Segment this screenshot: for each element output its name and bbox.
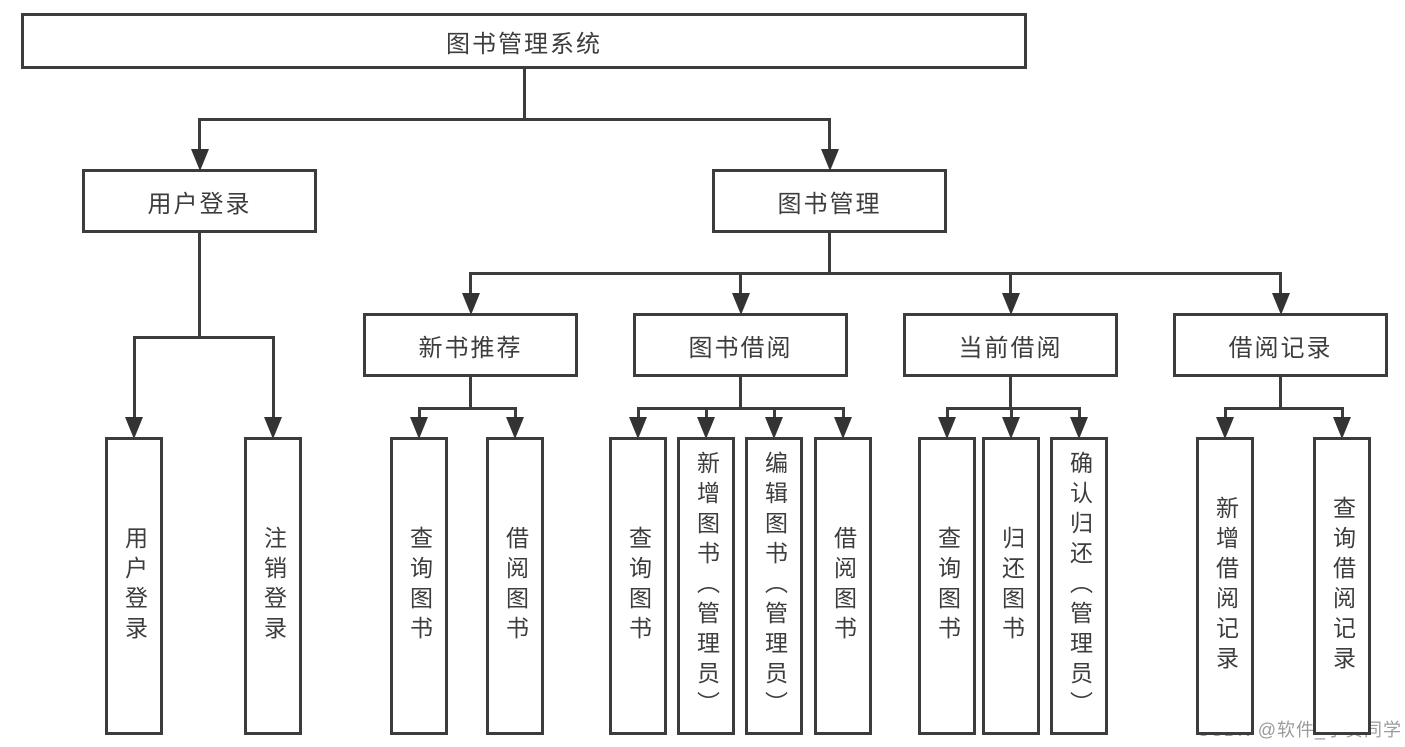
node-label-new-book-rec: 新书推荐	[418, 334, 523, 362]
arrowhead-down-icon	[1070, 417, 1088, 439]
arrowhead-down-icon	[1333, 417, 1351, 439]
node-br-query: 查询借阅记录	[1313, 437, 1371, 735]
node-cb-confirm: 确认归还（管理员）	[1050, 437, 1108, 735]
node-label-root: 图书管理系统	[446, 30, 602, 58]
connector-line	[198, 118, 201, 151]
node-label-leaf-logout: 注销登录	[260, 526, 287, 646]
connector-line	[132, 336, 136, 419]
connector-line	[469, 272, 472, 295]
connector-line	[1340, 407, 1344, 419]
connector-line	[739, 272, 742, 295]
node-label-bb-edit: 编辑图书（管理员）	[761, 451, 788, 721]
connector-line	[636, 407, 640, 419]
node-leaf-user-login: 用户登录	[105, 437, 163, 735]
connector-line	[469, 272, 1282, 275]
node-cb-return: 归还图书	[982, 437, 1040, 735]
node-label-nb-query: 查询图书	[406, 526, 433, 646]
node-br-add: 新增借阅记录	[1196, 437, 1254, 735]
arrowhead-down-icon	[697, 417, 715, 439]
arrowhead-down-icon	[190, 149, 209, 171]
connector-line	[636, 407, 845, 410]
node-new-book-rec: 新书推荐	[363, 313, 578, 377]
node-label-bb-add: 新增图书（管理员）	[693, 451, 720, 721]
connector-line	[1009, 272, 1012, 295]
connector-line	[132, 336, 275, 339]
node-label-book-borrow: 图书借阅	[688, 334, 793, 362]
node-label-user-login: 用户登录	[147, 190, 252, 218]
connector-line	[1279, 272, 1282, 295]
node-book-borrow: 图书借阅	[633, 313, 848, 377]
connector-line	[198, 233, 201, 339]
connector-line	[1223, 407, 1344, 410]
arrowhead-down-icon	[461, 293, 480, 315]
connector-line	[513, 407, 517, 419]
node-cb-query: 查询图书	[918, 437, 976, 735]
arrowhead-down-icon	[938, 417, 956, 439]
arrowhead-down-icon	[264, 417, 282, 439]
node-label-br-query: 查询借阅记录	[1329, 496, 1356, 676]
arrowhead-down-icon	[1002, 417, 1020, 439]
connector-line	[945, 407, 949, 419]
node-bb-edit: 编辑图书（管理员）	[745, 437, 803, 735]
node-book-mgmt: 图书管理	[712, 169, 947, 233]
node-user-login: 用户登录	[82, 169, 317, 233]
node-label-cb-confirm: 确认归还（管理员）	[1066, 451, 1093, 721]
arrowhead-down-icon	[834, 417, 852, 439]
connector-line	[417, 407, 517, 410]
connector-line	[1279, 377, 1282, 410]
node-bb-query: 查询图书	[609, 437, 667, 735]
arrowhead-down-icon	[1001, 293, 1020, 315]
node-root: 图书管理系统	[21, 13, 1027, 69]
node-label-cb-query: 查询图书	[934, 526, 961, 646]
node-label-bb-query: 查询图书	[625, 526, 652, 646]
connector-line	[271, 336, 275, 419]
connector-line	[945, 407, 1081, 410]
node-borrow-records: 借阅记录	[1173, 313, 1388, 377]
node-label-br-add: 新增借阅记录	[1212, 496, 1239, 676]
arrowhead-down-icon	[765, 417, 783, 439]
connector-line	[828, 233, 831, 275]
node-bb-add: 新增图书（管理员）	[677, 437, 735, 735]
connector-line	[772, 407, 776, 419]
connector-line	[469, 377, 472, 410]
arrowhead-down-icon	[125, 417, 143, 439]
connector-line	[1223, 407, 1227, 419]
node-nb-query: 查询图书	[390, 437, 448, 735]
node-leaf-logout: 注销登录	[244, 437, 302, 735]
connector-line	[841, 407, 845, 419]
node-bb-borrow: 借阅图书	[814, 437, 872, 735]
connector-line	[739, 377, 742, 410]
arrowhead-down-icon	[731, 293, 750, 315]
arrowhead-down-icon	[1216, 417, 1234, 439]
node-label-nb-borrow: 借阅图书	[502, 526, 529, 646]
node-label-leaf-user-login: 用户登录	[121, 526, 148, 646]
connector-line	[417, 407, 421, 419]
node-label-current-borrow: 当前借阅	[958, 334, 1063, 362]
connector-line	[198, 118, 831, 121]
connector-line	[1009, 377, 1012, 410]
connector-line	[1009, 407, 1013, 419]
node-label-book-mgmt: 图书管理	[777, 190, 882, 218]
node-label-borrow-records: 借阅记录	[1228, 334, 1333, 362]
arrowhead-down-icon	[820, 149, 839, 171]
node-current-borrow: 当前借阅	[903, 313, 1118, 377]
connector-line	[522, 69, 526, 121]
connector-line	[1077, 407, 1081, 419]
arrowhead-down-icon	[1271, 293, 1290, 315]
connector-line	[704, 407, 708, 419]
connector-line	[828, 118, 831, 151]
arrowhead-down-icon	[629, 417, 647, 439]
node-nb-borrow: 借阅图书	[486, 437, 544, 735]
node-label-cb-return: 归还图书	[998, 526, 1025, 646]
arrowhead-down-icon	[410, 417, 428, 439]
arrowhead-down-icon	[506, 417, 524, 439]
node-label-bb-borrow: 借阅图书	[830, 526, 857, 646]
